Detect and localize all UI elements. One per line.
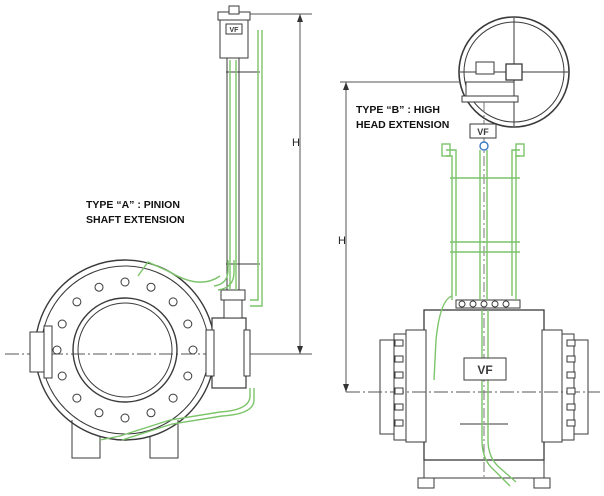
bolt-icon xyxy=(52,345,62,355)
bolt-icon xyxy=(183,319,193,329)
bolt-icon xyxy=(566,419,576,427)
bolt-icon xyxy=(394,403,404,411)
bolt-icon xyxy=(394,419,404,427)
type-a-extension-tube xyxy=(226,54,240,304)
type-a-bore xyxy=(72,297,178,403)
bolt-icon xyxy=(120,277,130,287)
bolt-icon xyxy=(566,371,576,379)
vf-body-logo-icon: VF xyxy=(463,357,507,381)
vf-logo-icon: VF xyxy=(469,123,497,139)
type-a-green-lines xyxy=(99,30,263,441)
bolt-icon xyxy=(566,355,576,363)
bolt-icon xyxy=(566,387,576,395)
bolt-icon xyxy=(94,408,104,418)
bolt-icon xyxy=(146,408,156,418)
type-a-foot-right xyxy=(149,420,179,459)
type-a-bolt-ring xyxy=(52,277,198,423)
bolt-icon xyxy=(480,300,488,308)
type-b-drawing xyxy=(340,16,600,489)
bolt-icon xyxy=(502,300,510,308)
type-a-title-line2: SHAFT EXTENSION xyxy=(86,214,185,226)
bolt-icon xyxy=(394,355,404,363)
bolt-icon xyxy=(72,393,82,403)
bolt-icon xyxy=(394,387,404,395)
type-b-right-flange xyxy=(573,339,589,435)
type-a-outer-flange xyxy=(34,259,216,441)
vf-top-logo-icon: VF xyxy=(225,23,243,35)
bolt-icon xyxy=(120,413,130,423)
type-b-title-line1: TYPE “B” : HIGH xyxy=(356,104,440,116)
type-a-drawing xyxy=(5,5,312,459)
bolt-icon xyxy=(72,297,82,307)
bolt-icon xyxy=(566,339,576,347)
type-a-foot-left xyxy=(71,420,101,459)
type-a-left-nozzle xyxy=(29,331,45,373)
type-b-title-line2: HEAD EXTENSION xyxy=(356,119,449,131)
type-b-dim-label: H xyxy=(338,235,346,247)
bolt-icon xyxy=(469,300,477,308)
type-b-bolt-heads xyxy=(394,300,576,427)
svg-text:VF: VF xyxy=(230,27,240,34)
bolt-icon xyxy=(566,403,576,411)
bolt-icon xyxy=(491,300,499,308)
bolt-icon xyxy=(168,393,178,403)
handwheel-icon xyxy=(458,16,570,128)
bolt-icon xyxy=(183,371,193,381)
type-b-left-flange xyxy=(379,339,395,435)
type-a-title-line1: TYPE “A” : PINION xyxy=(86,199,180,211)
type-a-actuator xyxy=(211,317,247,389)
svg-text:VF: VF xyxy=(477,363,492,377)
bolt-icon xyxy=(94,282,104,292)
bolt-icon xyxy=(394,371,404,379)
type-a-dim-label: H xyxy=(292,137,300,149)
bolt-icon xyxy=(146,282,156,292)
bolt-icon xyxy=(57,371,67,381)
bolt-icon xyxy=(458,300,466,308)
bolt-icon xyxy=(168,297,178,307)
svg-text:VF: VF xyxy=(477,127,489,137)
bolt-icon xyxy=(188,345,198,355)
type-b-gland-nut xyxy=(479,141,489,151)
type-b-green-lines xyxy=(433,143,525,487)
bolt-icon xyxy=(57,319,67,329)
bolt-icon xyxy=(394,339,404,347)
